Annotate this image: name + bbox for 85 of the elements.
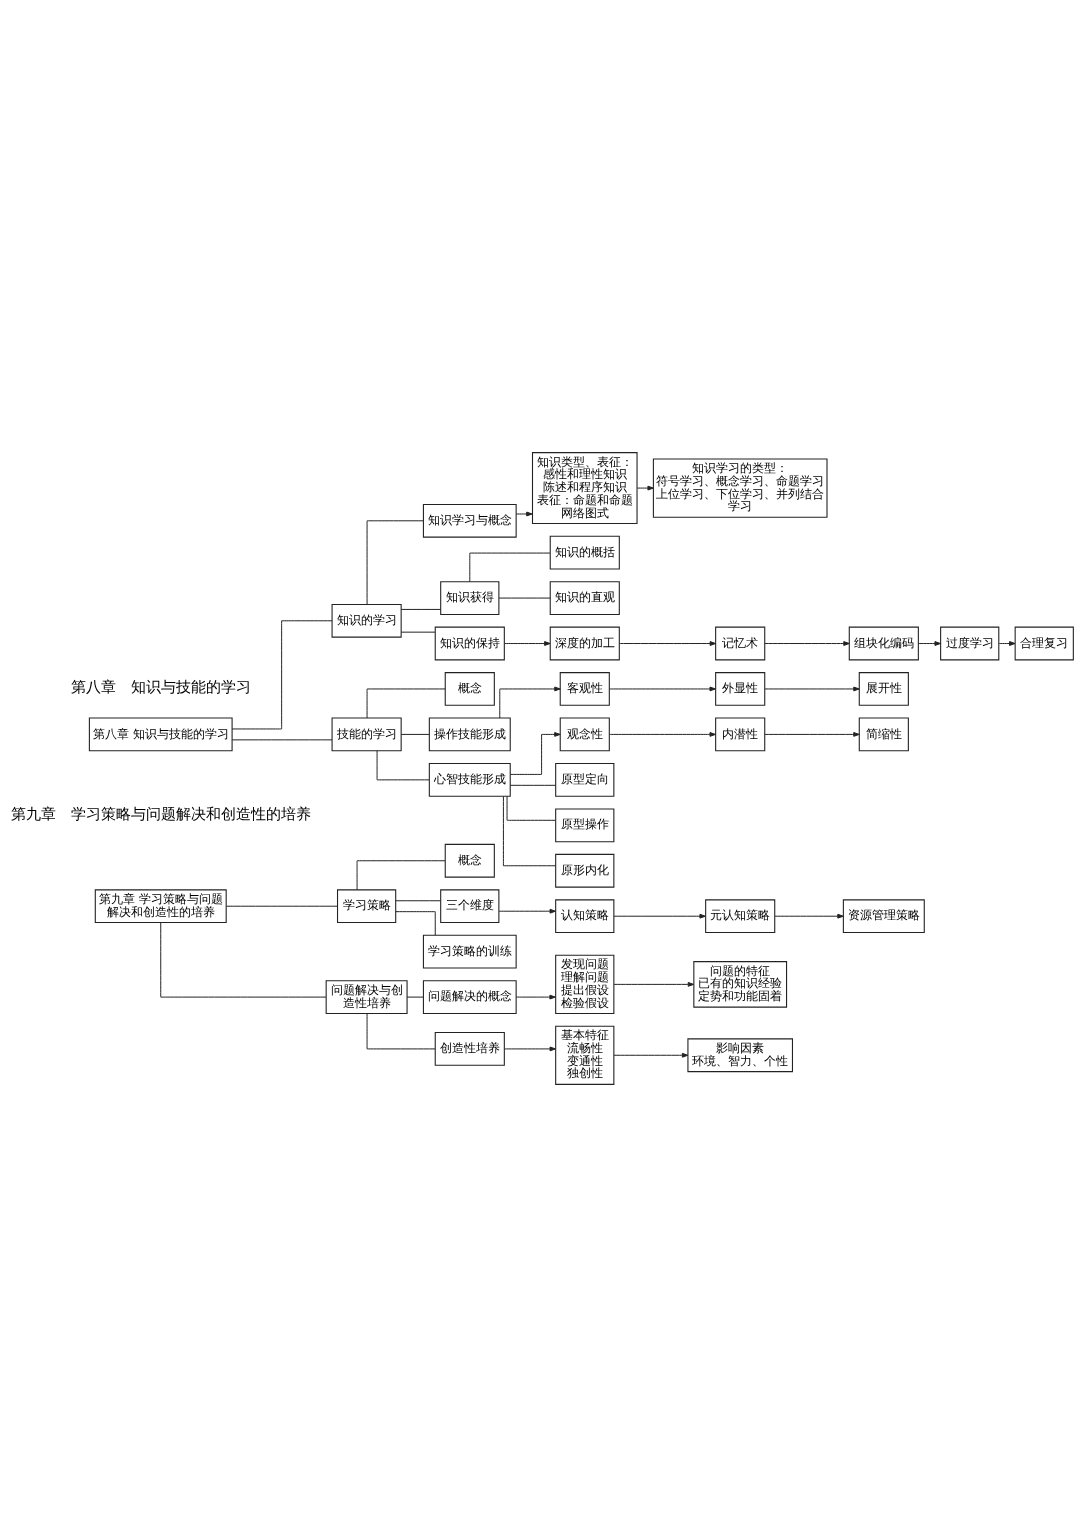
node-label: 第八章 知识与技能的学习: [70, 679, 251, 696]
connector: [395, 911, 436, 936]
arrow: [509, 732, 561, 775]
node-box: 原形内化: [555, 853, 615, 888]
node-box: 原型操作: [555, 808, 615, 843]
arrow: [504, 1046, 556, 1052]
node-box: 学习策略的训练: [422, 934, 517, 969]
connector: [366, 1013, 436, 1050]
node-box: 问题解决与创造性培养: [325, 980, 408, 1014]
arrow: [764, 641, 850, 646]
node-box: 客观性: [559, 672, 610, 706]
node-box: 知识的概括: [549, 535, 620, 570]
connector: [366, 520, 424, 605]
connector: [469, 552, 551, 583]
connector: [498, 597, 551, 599]
node-box: 基本特征 流畅性 变通性 独创性: [555, 1025, 615, 1085]
node-box: 知识的学习: [331, 603, 402, 638]
arrow: [619, 641, 717, 646]
node-box: 简缩性: [858, 717, 909, 752]
node-box: 创造性培养: [434, 1032, 505, 1066]
connector: [400, 631, 436, 633]
connector: [509, 784, 556, 786]
node-box: 学习策略: [337, 889, 397, 924]
node-box: 组块化编码: [848, 626, 919, 661]
node-box: 技能的学习: [331, 717, 402, 752]
arrow: [498, 908, 556, 914]
arrow: [499, 686, 561, 719]
node-box: 发现问题 理解问题 提出假设 检验假设: [555, 954, 615, 1014]
node-box: 资源管理策略: [842, 899, 925, 934]
node-box: 知识的直观: [549, 581, 620, 615]
arrow: [998, 641, 1016, 646]
connector: [395, 900, 441, 902]
arrow: [764, 732, 860, 737]
node-box: [88, 717, 233, 752]
arrow: [636, 485, 654, 491]
node-box: 知识获得: [440, 581, 500, 615]
arrow: [608, 686, 716, 692]
label: 第八章 知识与技能的学习: [92, 726, 229, 741]
connector: [400, 733, 430, 735]
arrow: [515, 994, 556, 1000]
node-box: 展开性: [858, 672, 909, 706]
node-box: 知识学习的类型： 符号学习、概念学习、命题学习 上位学习、下位学习、并列结合学习: [652, 458, 828, 518]
connector: [506, 795, 556, 821]
node-box: 深度的加工: [549, 626, 620, 661]
node-box: 外显性: [715, 672, 766, 706]
connector: [356, 860, 446, 891]
node-box: 记忆术: [715, 626, 766, 661]
label: 第九章 学习策略与问题解决和创造性的培养: [10, 805, 311, 822]
arrow: [764, 686, 860, 692]
node-box: 内潜性: [715, 717, 766, 752]
arrow: [918, 641, 941, 646]
node-box: 操作技能形成: [428, 717, 511, 752]
arrow: [515, 511, 533, 517]
connector: [376, 750, 430, 781]
node-box: 三个维度: [440, 889, 500, 924]
node-box: 心智技能形成: [428, 762, 511, 797]
arrow: [613, 913, 706, 919]
node-box: 问题解决的概念: [422, 980, 517, 1014]
node-box: 问题的特征 已有的知识经验 定势和功能固着: [693, 961, 788, 1008]
arrow: [613, 1052, 689, 1058]
connector: [231, 739, 333, 741]
node-box: 知识类型、表征： 感性和理性知识 陈述和程序知识 表征：命题和命题网络图式: [531, 452, 638, 525]
node-box: 知识的保持: [434, 626, 505, 661]
arrow: [774, 913, 844, 919]
arrow: [504, 641, 551, 646]
connector: [225, 905, 338, 907]
node-box: 认知策略: [555, 899, 615, 934]
node-box: 合理复习: [1014, 626, 1074, 661]
connector: [406, 996, 424, 998]
connector: [366, 688, 446, 719]
node-box: 概念: [444, 672, 495, 706]
node-box: 过度学习: [940, 626, 1000, 661]
connector: [160, 922, 327, 998]
node-box: 第九章 学习策略与问题解决和创造性的培养: [94, 889, 227, 924]
node-box: 影响因素 环境、智力、个性: [687, 1038, 793, 1073]
node-box: 原型定向: [555, 762, 615, 797]
connector: [502, 795, 557, 867]
node-box: 观念性: [559, 717, 610, 752]
node-box: 元认知策略: [705, 899, 776, 934]
node-box: 知识学习与概念: [422, 503, 517, 538]
connector: [400, 608, 442, 610]
arrow: [613, 981, 695, 987]
node-box: 概念: [444, 843, 495, 878]
arrow: [608, 732, 716, 737]
connector: [231, 620, 333, 730]
